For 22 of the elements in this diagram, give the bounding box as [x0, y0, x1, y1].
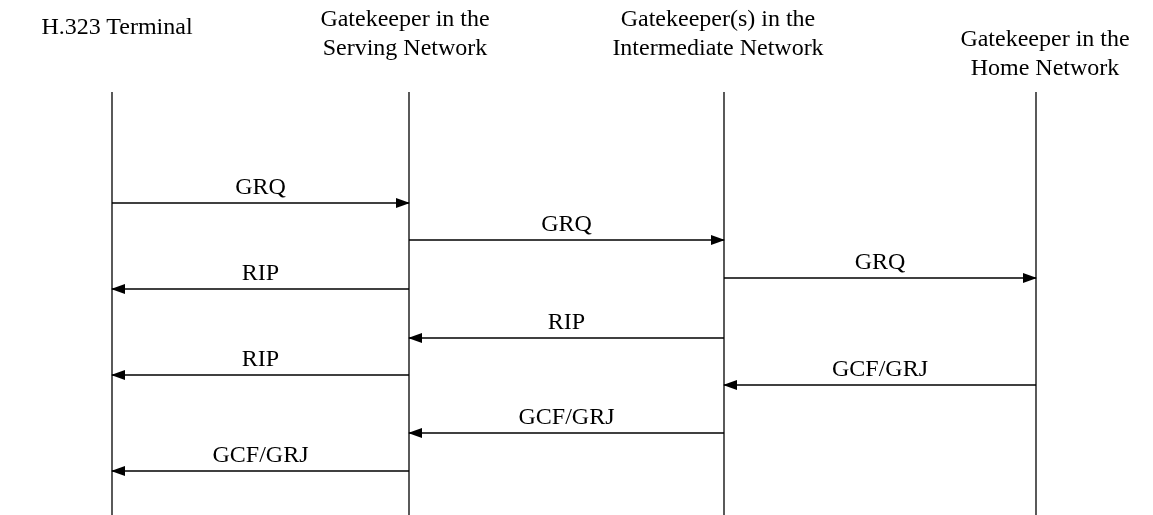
message-arrow	[111, 370, 410, 380]
message-label: GCF/GRJ	[212, 442, 309, 466]
message-label: GRQ	[854, 249, 906, 273]
message-arrow	[408, 333, 725, 343]
message-label: GCF/GRJ	[832, 356, 928, 380]
message-arrow	[408, 235, 725, 245]
message-arrow	[408, 428, 725, 438]
message-arrow	[723, 380, 1037, 390]
message-label: RIP	[241, 260, 280, 284]
message-label: GRQ	[541, 211, 592, 235]
message-label: RIP	[241, 346, 280, 370]
message-arrow	[111, 284, 410, 294]
message-label: GCF/GRJ	[518, 404, 615, 428]
participant-label: Gatekeeper(s) in the Intermediate Network	[611, 4, 825, 62]
message-label: RIP	[547, 309, 586, 333]
participant-label: Gatekeeper in the Home Network	[959, 24, 1131, 82]
participant-label: H.323 Terminal	[40, 12, 194, 41]
message-arrow	[723, 273, 1037, 283]
message-arrow	[111, 198, 410, 208]
message-label: GRQ	[235, 174, 286, 198]
message-arrow	[111, 466, 410, 476]
participant-label: Gatekeeper in the Serving Network	[319, 4, 491, 62]
